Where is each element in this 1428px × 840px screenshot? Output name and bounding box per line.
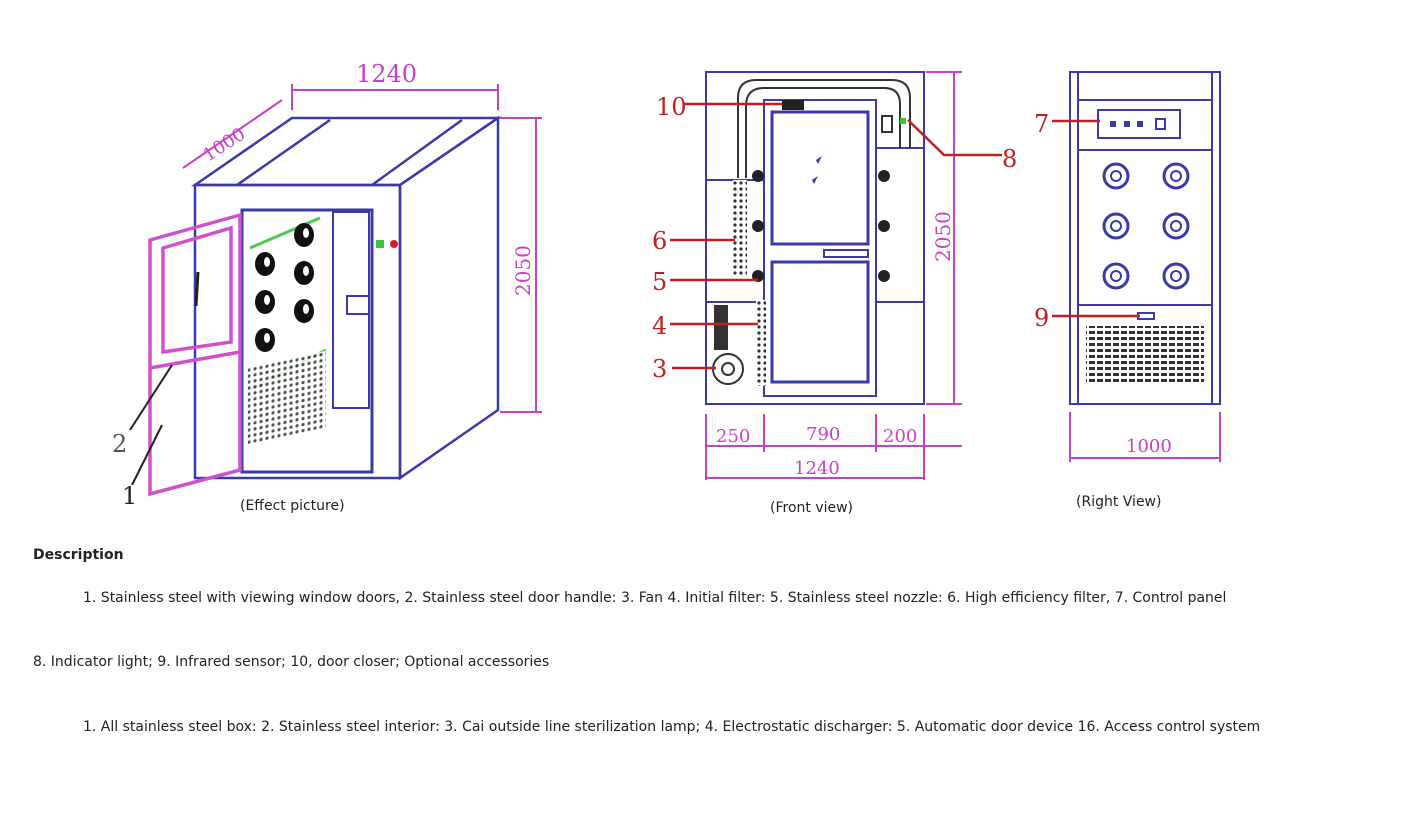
caption-right: (Right View)	[1076, 494, 1162, 510]
caption-effect: (Effect picture)	[240, 498, 345, 514]
description-line-2: 8. Indicator light; 9. Infrared sensor; …	[33, 654, 550, 670]
callout-6: 6	[652, 227, 667, 255]
effect-depth-label: 1000	[199, 124, 249, 167]
effect-picture: 1240 1000 2050 2 1	[112, 60, 542, 510]
callout-5: 5	[652, 268, 667, 296]
effect-height-label: 2050	[511, 245, 535, 296]
effect-width-label: 1240	[356, 60, 417, 88]
description-line-3: 1. All stainless steel box: 2. Stainless…	[83, 719, 1261, 735]
front-height-label: 2050	[931, 211, 955, 262]
front-seg-left-label: 250	[716, 426, 750, 447]
front-seg-right-label: 200	[883, 426, 917, 447]
callout-7: 7	[1034, 110, 1049, 138]
front-total-label: 1240	[794, 458, 840, 479]
description-line-1: 1. Stainless steel with viewing window d…	[83, 590, 1227, 606]
caption-front: (Front view)	[770, 500, 854, 516]
callout-9: 9	[1034, 304, 1049, 332]
front-seg-mid-label: 790	[806, 424, 840, 445]
callout-1: 1	[122, 482, 137, 510]
callout-8: 8	[1002, 145, 1017, 173]
callout-4: 4	[652, 312, 667, 340]
callout-2: 2	[112, 430, 127, 458]
front-view: 2050 250 790 200 1240 10 6 5 4 3 8	[652, 71, 1017, 480]
right-width-label: 1000	[1126, 436, 1172, 457]
description-title: Description	[33, 547, 124, 563]
right-view: 1000 7 9	[1034, 71, 1221, 462]
callout-3: 3	[652, 355, 667, 383]
callout-10: 10	[656, 93, 687, 121]
